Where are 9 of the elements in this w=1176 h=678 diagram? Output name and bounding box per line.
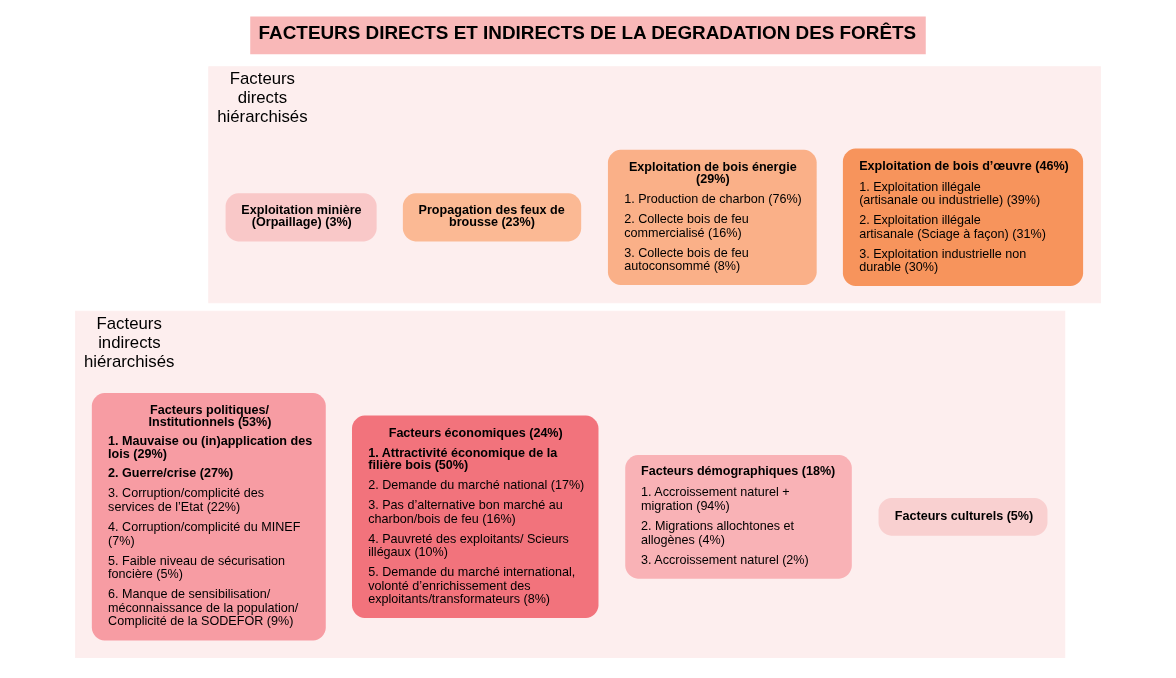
node-box: Facteurs culturels (5%) xyxy=(878,497,1048,536)
node-box: Exploitation de bois d’œuvre (46%) 1. Exploitation illégale (artisanale ou industrielle) (39%) 2. Exploitation illégale artisanale (Sciage à façon) (31%) 3. Exploitation industrielle non durable (30%) xyxy=(842,148,1084,287)
diagram-title: FACTEURS DIRECTS ET INDIRECTS DE LA DEGRADATION DES FORÊTS xyxy=(258,21,917,43)
node-box: Propagation des feux de brousse (23%) xyxy=(402,193,582,242)
node-box: Facteurs politiques/ Institutionnels (53%) 1. Mauvaise ou (in)application des lois (29%) 2. Guerre/crise (27%) 3. Corruption/complicité des services de l’Etat (22%) 4. Corruption/complicité du MINEF (7%) 5. Faible niveau de sécurisation foncière (5%) 6. Manque de sensibilisation/ méconnaissance de la population/ Complicité de la SODEFOR (9%) xyxy=(91,393,326,641)
node-box: Exploitation minière (Orpaillage) (3%) xyxy=(225,193,377,242)
node-box: Facteurs économiques (24%) 1. Attractivité économique de la filière bois (50%) 2. Demande du marché national (17%) 3. Pas d’alternative bon marché au charbon/bois de feu (16%) 4. Pauvreté des exploitants/ Scieurs illégaux (10%) 5. Demande du marché international, volonté d’enrichissement des exploitants/transformateurs (8%) xyxy=(352,415,599,618)
node-box: Exploitation de bois énergie (29%) 1. Production de charbon (76%) 2. Collecte bois de feu commercialisé (16%) 3. Collecte bois de feu autoconsommé (8%) xyxy=(607,149,817,285)
node-box: Facteurs démographiques (18%) 1. Accroissement naturel + migration (94%) 2. Migrations allochtones et allogènes (4%) 3. Accroissement naturel (2%) xyxy=(625,454,852,579)
